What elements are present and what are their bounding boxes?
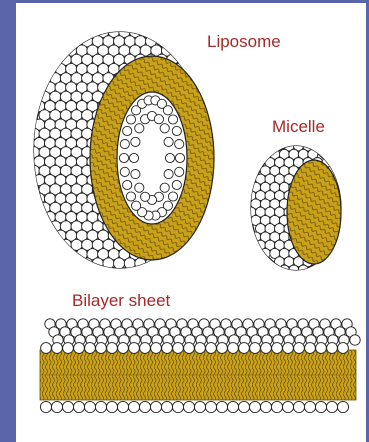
inner-head-group xyxy=(135,183,144,192)
inner-head-group xyxy=(172,126,181,135)
micelle-tail-core xyxy=(287,160,341,264)
inner-head-group xyxy=(164,170,173,179)
inner-head-group xyxy=(165,153,174,162)
inner-head-group xyxy=(132,201,141,210)
bilayer-sheet-label: Bilayer sheet xyxy=(72,291,171,310)
sheet-head-group xyxy=(40,401,51,412)
sheet-head-group xyxy=(238,401,249,412)
sheet-head-group xyxy=(128,401,139,412)
sheet-head-group xyxy=(227,401,238,412)
sheet-head-group xyxy=(315,401,326,412)
sheet-head-group xyxy=(282,401,293,412)
inner-head-group xyxy=(120,167,129,176)
sheet-head-group xyxy=(74,343,85,354)
sheet-head-group xyxy=(294,343,305,354)
sheet-head-group xyxy=(216,401,227,412)
inner-head-group xyxy=(172,180,181,189)
sheet-head-group xyxy=(51,401,62,412)
sheet-head-group xyxy=(62,401,73,412)
sheet-head-group xyxy=(161,401,172,412)
sheet-head-group xyxy=(183,401,194,412)
sheet-head-group xyxy=(206,343,217,354)
inner-head-group xyxy=(175,167,184,176)
inner-head-group xyxy=(123,180,132,189)
liposome-label: Liposome xyxy=(207,32,281,51)
sheet-head-group xyxy=(350,335,360,345)
sheet-head-group xyxy=(41,343,52,354)
sheet-head-group xyxy=(52,343,63,354)
inner-head-group xyxy=(131,170,140,179)
sheet-head-group xyxy=(283,343,294,354)
inner-head-group xyxy=(164,137,173,146)
inner-head-group xyxy=(129,153,138,162)
sheet-head-group xyxy=(95,401,106,412)
sheet-head-group xyxy=(217,343,228,354)
sheet-head-group xyxy=(140,343,151,354)
bilayer-sheet-structure xyxy=(40,319,360,413)
sheet-head-group xyxy=(250,343,261,354)
sheet-head-group xyxy=(107,343,118,354)
inner-head-group xyxy=(120,140,129,149)
bilayer-top-surface-heads xyxy=(45,319,360,345)
sheet-head-group xyxy=(228,343,239,354)
micelle-label: Micelle xyxy=(272,117,325,136)
inner-head-group xyxy=(168,115,177,124)
sheet-head-group xyxy=(338,343,349,354)
inner-head-group xyxy=(119,153,128,162)
sheet-head-group xyxy=(84,401,95,412)
inner-head-group xyxy=(163,106,172,115)
sheet-head-group xyxy=(118,343,129,354)
sheet-head-group xyxy=(195,343,206,354)
sheet-head-group xyxy=(326,401,337,412)
sheet-head-group xyxy=(96,343,107,354)
inner-head-group xyxy=(141,192,150,201)
sheet-head-group xyxy=(260,401,271,412)
sheet-head-group xyxy=(63,343,74,354)
sheet-head-group xyxy=(249,401,260,412)
sheet-head-group xyxy=(337,401,348,412)
sheet-head-group xyxy=(327,343,338,354)
sheet-head-group xyxy=(272,343,283,354)
sheet-head-group xyxy=(117,401,128,412)
sheet-head-group xyxy=(85,343,96,354)
inner-head-group xyxy=(168,192,177,201)
sheet-head-group xyxy=(261,343,272,354)
sheet-head-group xyxy=(239,343,250,354)
inner-head-group xyxy=(160,183,169,192)
sheet-head-group xyxy=(293,401,304,412)
inner-head-group xyxy=(126,115,135,124)
sheet-head-group xyxy=(304,401,315,412)
inner-head-group xyxy=(154,115,163,124)
lipid-head-group xyxy=(114,258,125,269)
sheet-head-group xyxy=(205,401,216,412)
inner-head-group xyxy=(135,124,144,133)
sheet-head-group xyxy=(106,401,117,412)
sheet-head-group xyxy=(194,401,205,412)
sheet-head-group xyxy=(151,343,162,354)
sheet-head-group xyxy=(316,343,327,354)
sheet-head-group xyxy=(172,401,183,412)
sheet-head-group xyxy=(139,401,150,412)
sheet-head-group xyxy=(162,343,173,354)
sheet-head-group xyxy=(129,343,140,354)
inner-head-group xyxy=(175,153,184,162)
inner-head-group xyxy=(123,126,132,135)
sheet-head-group xyxy=(271,401,282,412)
inner-head-group xyxy=(160,124,169,133)
inner-head-group xyxy=(126,192,135,201)
sheet-head-group xyxy=(184,343,195,354)
inner-head-group xyxy=(175,140,184,149)
sheet-head-group xyxy=(173,343,184,354)
sheet-head-group xyxy=(150,401,161,412)
sheet-head-group xyxy=(305,343,316,354)
sheet-head-group xyxy=(73,401,84,412)
inner-head-group xyxy=(131,137,140,146)
